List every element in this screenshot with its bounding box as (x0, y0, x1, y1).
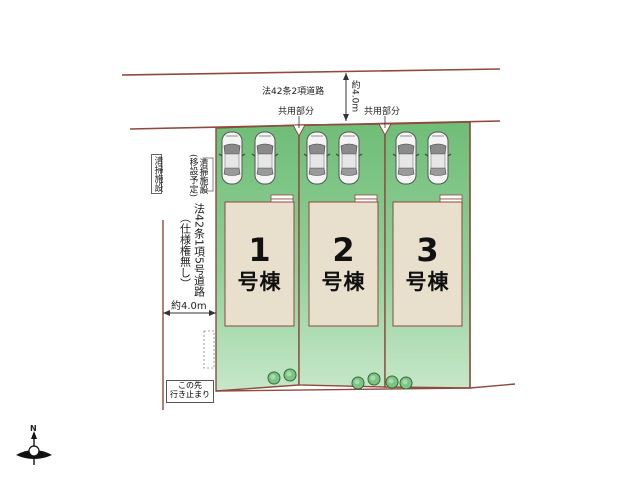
house-3-label: 3 号棟 (393, 234, 462, 293)
site-top-boundary (129, 120, 501, 130)
house-number: 3 (416, 231, 439, 269)
house-3-footprint (392, 201, 463, 327)
car-icon (218, 131, 246, 185)
arrow-head-down (343, 114, 349, 121)
cleaning-facility-right-label: 清掃施設 (197, 158, 208, 194)
shrub-icon (399, 376, 413, 390)
shrub-icon (283, 368, 297, 382)
house-number: 2 (332, 231, 355, 269)
shrub-icon (385, 375, 399, 389)
arrow-head-left (163, 310, 170, 316)
house-suffix: 号棟 (321, 270, 366, 294)
cleaning-facility-left-label: 清掃施設 (151, 154, 163, 194)
compass-icon (16, 431, 52, 465)
arrow-head-up (343, 73, 349, 80)
side-road-note: （仕様権無し） (178, 212, 192, 289)
front-road-width: 約4.0m (349, 80, 360, 113)
house-suffix: 号棟 (237, 270, 282, 294)
side-road-label: 法42条1項5号道路 (192, 203, 206, 297)
dead-end-line2: 行き止まり (170, 390, 210, 400)
front-road-far-edge (121, 68, 501, 76)
car-icon (424, 131, 452, 185)
site-bottom-extension (469, 383, 516, 389)
house-1-footprint (224, 201, 295, 327)
shared-part-label-right: 共用部分 (364, 107, 401, 117)
arrow-head-right (209, 310, 216, 316)
shrub-icon (351, 376, 365, 390)
car-icon (392, 131, 420, 185)
dead-end-line1: この先 (178, 381, 202, 390)
house-2-label: 2 号棟 (309, 234, 378, 293)
house-number: 1 (248, 231, 271, 269)
shrub-icon (267, 371, 281, 385)
car-icon (335, 131, 363, 185)
compass-north-label: N (30, 424, 37, 433)
dead-end-sign: この先 行き止まり (166, 380, 214, 403)
side-road-width: 約4.0m (171, 301, 207, 312)
cleaning-facility-box (202, 157, 214, 192)
shrub-icon (367, 372, 381, 386)
house-suffix: 号棟 (405, 270, 450, 294)
site-bottom-boundary (215, 387, 471, 392)
front-road-label: 法42条2項道路 (262, 87, 325, 97)
house-2-footprint (308, 201, 379, 327)
car-icon (303, 131, 331, 185)
relocation-note: (移設予定) (187, 154, 198, 198)
shared-part-label-left: 共用部分 (278, 107, 315, 117)
facility-dashed-box (203, 330, 215, 369)
house-1-label: 1 号棟 (225, 234, 294, 293)
car-icon (251, 131, 279, 185)
